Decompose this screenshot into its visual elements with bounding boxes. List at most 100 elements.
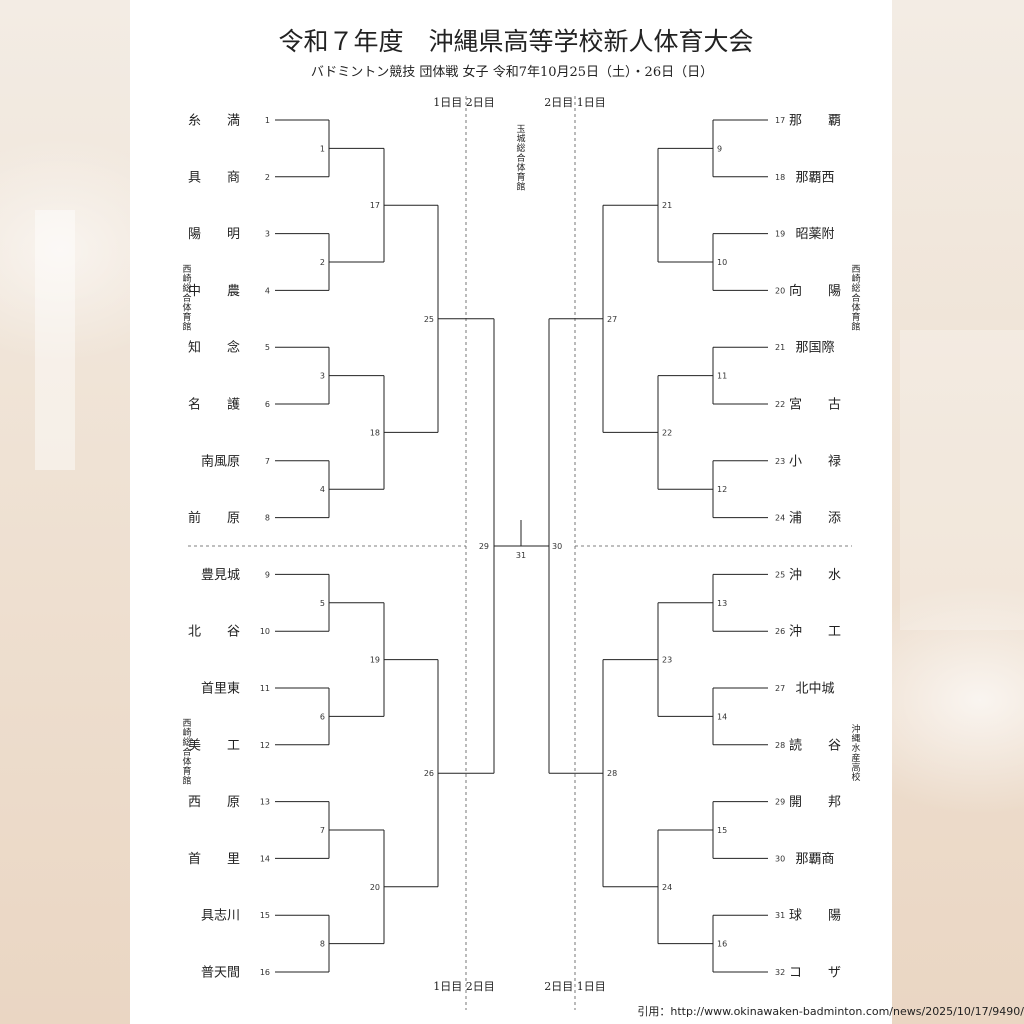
match-number: 12 (717, 485, 727, 494)
venue-center: 総 (516, 142, 525, 154)
team-name-right: 球 陽 (789, 909, 841, 924)
team-name-left: 具 商 (188, 170, 240, 185)
match-number: 29 (479, 542, 489, 551)
match-number: 2 (320, 258, 325, 267)
source-credit: 引用：http://www.okinawaken-badminton.com/n… (637, 1005, 1024, 1018)
team-name-right: 浦 添 (789, 511, 841, 526)
team-name-right: 昭薬附 (795, 227, 834, 242)
seed-number: 22 (775, 400, 785, 409)
venue-left-top: 育 (182, 311, 191, 323)
venue-right-bottom: 縄 (851, 734, 860, 745)
venue-left-top: 合 (182, 292, 191, 304)
team-name-left: 陽 明 (188, 227, 240, 242)
seed-number: 20 (775, 286, 785, 295)
match-number: 6 (320, 712, 325, 721)
match-number: 7 (320, 826, 325, 835)
venue-left-top: 崎 (182, 273, 191, 285)
venue-right-top: 体 (851, 301, 860, 313)
venue-right-top: 育 (851, 311, 860, 323)
match-number: 10 (717, 258, 727, 267)
venue-left-bottom: 館 (182, 775, 191, 787)
seed-number: 19 (775, 230, 785, 239)
venue-left-top: 西 (182, 264, 191, 275)
match-number: 27 (607, 315, 617, 324)
team-name-right: 沖 工 (789, 625, 841, 640)
team-name-right: 小 禄 (789, 454, 841, 469)
seed-number: 15 (260, 911, 270, 920)
team-name-left: 豊見城 (201, 568, 240, 583)
venue-right-top: 館 (851, 321, 860, 333)
seed-number: 9 (265, 570, 270, 579)
team-name-right: 宮 古 (789, 397, 841, 413)
seed-number: 26 (775, 627, 785, 636)
team-name-right: コ ザ (789, 966, 841, 981)
match-number: 13 (717, 599, 727, 608)
seed-number: 3 (265, 230, 270, 239)
match-number: 19 (370, 656, 380, 665)
team-name-right: 那 覇 (789, 114, 841, 129)
venue-right-bottom: 水 (851, 742, 860, 754)
team-name-right: 那国際 (795, 341, 834, 356)
venue-center: 合 (516, 152, 525, 164)
seed-number: 21 (775, 343, 785, 352)
match-number: 16 (717, 940, 727, 949)
seed-number: 32 (775, 968, 785, 977)
seed-number: 24 (775, 514, 785, 523)
match-number: 4 (320, 485, 325, 494)
day-label-top-left: 1日目 2日目 (433, 96, 495, 109)
match-number: 26 (424, 769, 434, 778)
match-number: 9 (717, 144, 722, 153)
team-name-right: 那覇西 (795, 170, 834, 185)
venue-left-bottom: 合 (182, 746, 191, 758)
seed-number: 31 (775, 911, 785, 920)
background-light-left (35, 210, 75, 470)
team-name-left: 首里東 (201, 681, 240, 697)
team-name-left: 名 護 (188, 397, 240, 413)
team-name-left: 西 原 (188, 795, 240, 810)
venue-right-bottom: 産 (851, 752, 860, 764)
venue-left-bottom: 総 (182, 736, 191, 748)
venue-left-bottom: 崎 (182, 727, 191, 739)
team-name-left: 知 念 (188, 340, 240, 356)
venue-center: 体 (516, 161, 525, 173)
seed-number: 30 (775, 854, 785, 863)
venue-center: 城 (516, 134, 525, 145)
team-name-right: 北中城 (795, 682, 834, 697)
seed-number: 13 (260, 798, 270, 807)
match-number: 24 (662, 883, 672, 892)
match-number: 22 (662, 428, 672, 437)
seed-number: 25 (775, 570, 785, 579)
seed-number: 17 (775, 116, 785, 125)
venue-right-top: 合 (851, 292, 860, 304)
day-dividers (188, 96, 852, 1010)
team-name-left: 北 谷 (188, 625, 240, 640)
team-name-left: 具志川 (201, 909, 240, 924)
match-number: 15 (717, 826, 727, 835)
team-name-right: 沖 水 (789, 568, 841, 583)
match-number: 1 (320, 144, 325, 153)
venue-right-bottom: 校 (851, 771, 860, 783)
match-number: 21 (662, 201, 672, 210)
seed-number: 23 (775, 457, 785, 466)
day-label-bottom-left: 1日目 2日目 (433, 980, 495, 993)
team-name-left: 南風原 (201, 453, 240, 469)
seed-number: 4 (265, 286, 270, 295)
seed-number: 7 (265, 457, 270, 466)
match-number: 11 (717, 372, 727, 381)
seed-number: 18 (775, 173, 785, 182)
seed-number: 6 (265, 400, 270, 409)
background-light-right (900, 330, 1024, 630)
venue-left-top: 館 (182, 321, 191, 333)
match-number: 28 (607, 769, 617, 778)
seed-number: 28 (775, 741, 785, 750)
venue-right-top: 崎 (851, 273, 860, 285)
page-subtitle: バドミントン競技 団体戦 女子 令和7年10月25日（土）・26日（日） (311, 64, 713, 80)
seed-number: 12 (260, 741, 270, 750)
venue-center: 玉 (516, 124, 525, 135)
seed-number: 14 (260, 854, 270, 863)
venue-left-bottom: 西 (182, 718, 191, 729)
seed-number: 11 (260, 684, 270, 693)
match-number: 31 (516, 551, 526, 560)
